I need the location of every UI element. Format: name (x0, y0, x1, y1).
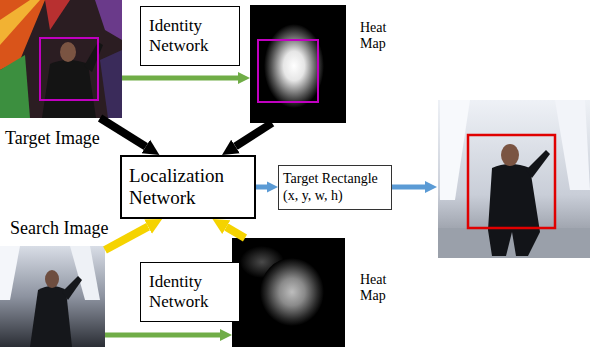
performer-head (45, 270, 59, 288)
flow-arrow (100, 118, 146, 147)
performer-head (501, 144, 519, 166)
output-photo (438, 100, 590, 258)
stage-light (0, 246, 20, 300)
image-caption: Search Image (10, 218, 128, 239)
performer-head (60, 42, 76, 62)
target-box (40, 38, 98, 100)
stage-light (100, 50, 122, 118)
image-caption: Target Image (5, 128, 120, 149)
output-box: Target Rectangle (x, y, w, h) (278, 165, 392, 210)
heat-map-top (250, 5, 346, 123)
heat-map-bottom (232, 238, 345, 347)
search-photo (0, 246, 105, 347)
flow-arrow (256, 185, 267, 190)
stage-light (440, 100, 470, 200)
box-label: Identity Network (149, 272, 231, 311)
heat-map-frame: Heat Map (250, 5, 346, 123)
flow-arrow (226, 227, 245, 238)
network-box: Identity Network (140, 262, 240, 322)
network-box: Identity Network (140, 6, 240, 66)
photo-ground (438, 100, 590, 258)
output-arrow (392, 185, 425, 190)
result-box (468, 135, 555, 228)
photo-ground (0, 246, 105, 347)
flow-arrow (105, 332, 220, 337)
photo-ground (0, 0, 122, 118)
performer-arm (62, 276, 82, 300)
heat-map-ground (250, 5, 346, 123)
performer-arm (84, 42, 103, 72)
performer-arm (526, 150, 550, 178)
heat-map-frame: Heat Map (232, 238, 345, 347)
stage-light (70, 246, 100, 300)
flow-arrow (235, 123, 272, 146)
stage-light (95, 0, 122, 40)
box-label: Target Rectangle (x, y, w, h) (283, 171, 387, 203)
heat-blob (260, 258, 324, 326)
image-caption: Heat Map (360, 20, 408, 52)
image-frame: Search Image (0, 246, 105, 347)
flow-arrow (105, 227, 148, 250)
flow-arrow (122, 75, 238, 80)
image-caption: Heat Map (360, 272, 408, 304)
stage-light (0, 55, 30, 118)
heat-map-ground (232, 238, 345, 347)
heat-blob (264, 24, 324, 108)
target-box (258, 40, 318, 102)
stage-light (555, 100, 590, 190)
network-box: Localization Network (120, 155, 256, 219)
stage-light (45, 0, 70, 30)
box-label: Localization Network (129, 165, 247, 209)
image-frame: Target Image (0, 0, 122, 118)
box-label: Identity Network (149, 16, 231, 55)
stage-light (0, 0, 40, 45)
performer-body (488, 164, 540, 256)
target-photo (0, 0, 122, 118)
